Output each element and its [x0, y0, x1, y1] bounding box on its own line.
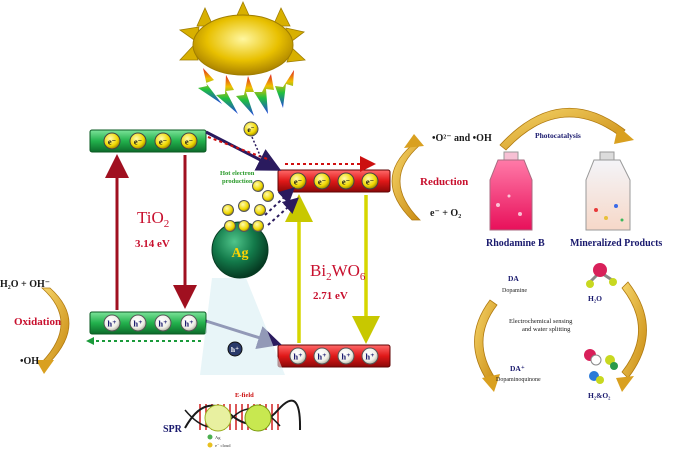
sensing-arc-right	[621, 281, 647, 379]
oxidation-arrowhead	[36, 360, 54, 374]
bi2wo6-hole-list: h⁺ h⁺ h⁺ h⁺	[289, 347, 379, 365]
ag-transfer-dotted	[251, 136, 263, 161]
h2o2-label: H₂&O₂	[588, 391, 611, 400]
tio2-valence-band	[89, 311, 207, 335]
tio2-hole: h⁺	[133, 319, 142, 329]
bi2wo6-electron: e⁻	[366, 177, 374, 187]
tio2-conduction-band	[89, 129, 207, 153]
tio2-electron: e⁻	[159, 137, 167, 147]
electron-transfer-arrow	[205, 130, 282, 171]
bi2wo6-hole: h⁺	[341, 352, 350, 362]
legend-cloud-dot	[207, 442, 213, 448]
reduction-label: Reduction	[420, 176, 468, 188]
svg-text:h⁺: h⁺	[231, 345, 239, 354]
ag-hole	[227, 341, 243, 357]
ag-hot-electrons: e⁻	[222, 121, 274, 232]
tio2-electron: e⁻	[185, 137, 193, 147]
efield-label: E-field	[235, 392, 254, 399]
sensing-line1: Electrochemical sensing	[509, 318, 573, 325]
bi2wo6-conduction-band	[277, 169, 391, 193]
hot-electron-line2: production	[222, 178, 253, 185]
reduction-arrowhead	[404, 134, 424, 148]
hot-electron-line1: Hot electron	[220, 170, 255, 177]
tio2-hole: h⁺	[158, 319, 167, 329]
mineralized-label: Mineralized Products	[570, 238, 662, 249]
bi2wo6-bandgap: 2.71 eV	[313, 290, 348, 302]
water-molecule-icon	[586, 263, 617, 288]
sensing-line2: and water splitting	[522, 326, 571, 333]
bi2wo6-hole: h⁺	[365, 352, 374, 362]
tio2-electron-list: e⁻ e⁻ e⁻ e⁻	[103, 132, 198, 150]
bi2wo6-electron: e⁻	[342, 177, 350, 187]
superoxide-label: •O²⁻ and •OH	[432, 133, 492, 144]
e-o2-label: e⁻ + O₂	[430, 208, 461, 219]
h2o-label: H₂O	[588, 294, 602, 303]
spr-cloud-particle	[244, 404, 272, 432]
spr-ag-particle	[204, 404, 232, 432]
rhodamine-label: Rhodamine B	[486, 238, 545, 249]
ag-electron: e⁻	[247, 125, 254, 134]
reduction-curved-arrow	[391, 144, 422, 221]
ag-label: Ag	[231, 246, 248, 261]
spr-label: SPR	[163, 424, 183, 435]
legend-ag-dot	[207, 434, 213, 440]
vb-dotted-arrowhead	[86, 337, 94, 345]
tio2-label: TiO2	[137, 208, 169, 230]
tio2-electron: e⁻	[108, 137, 116, 147]
ag-to-bi2wo6-arrow	[264, 187, 295, 216]
bi2wo6-electron-list: e⁻ e⁻ e⁻ e⁻	[289, 172, 379, 190]
bi2wo6-hole: h⁺	[317, 352, 326, 362]
sun-icon	[178, 1, 306, 76]
ag-light-beam	[200, 278, 285, 375]
sensing-arc-left	[474, 299, 498, 383]
photocatalysis-arrowhead	[614, 126, 634, 144]
sensing-arrowhead-left	[482, 374, 500, 392]
tio2-hole-list: h⁺ h⁺ h⁺ h⁺	[103, 314, 198, 332]
light-rays	[198, 68, 294, 116]
tio2-hole: h⁺	[107, 319, 116, 329]
mineralized-bottle-icon	[585, 151, 631, 231]
dopamine-label: Dopamine	[502, 288, 527, 294]
ag-to-bi2wo6-arrow-2	[267, 197, 299, 226]
sensing-arrowhead-right	[616, 376, 634, 392]
spr-legend-ag: Ag	[215, 435, 221, 440]
bi2wo6-hole: h⁺	[293, 352, 302, 362]
h2-o2-molecules-icon	[584, 349, 618, 384]
bi2wo6-label: Bi2WO6	[310, 261, 366, 283]
h2o-oh-label: H₂O + OH⁻	[0, 279, 50, 290]
photocatalysis-label: Photocatalysis	[535, 131, 581, 140]
da-plus-label: DA⁺	[510, 364, 525, 373]
oxidation-label: Oxidation	[14, 316, 61, 328]
dopaminoquinone-label: Dopaminoquinone	[496, 377, 541, 383]
tio2-bandgap: 3.14 eV	[135, 238, 170, 250]
oh-radical-label: •OH	[20, 356, 39, 367]
bi2wo6-valence-band	[277, 344, 391, 368]
spr-legend-cloud: e⁻ cloud	[215, 443, 231, 448]
tio2-electron: e⁻	[134, 137, 142, 147]
bi2wo6-electron: e⁻	[318, 177, 326, 187]
bi2wo6-electron: e⁻	[294, 177, 302, 187]
rhodamine-bottle-icon	[489, 151, 533, 231]
da-label: DA	[508, 274, 519, 283]
photocatalysis-arc	[499, 107, 626, 151]
tio2-hole: h⁺	[184, 319, 193, 329]
